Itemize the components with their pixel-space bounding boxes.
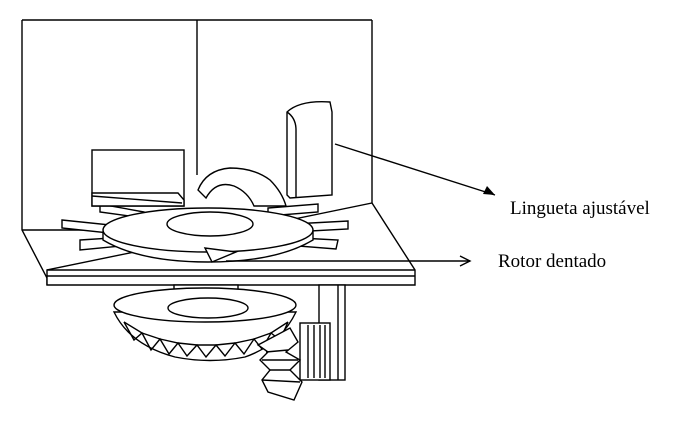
label-adjustable-tab: Lingueta ajustável <box>510 198 650 219</box>
arrow-to-tab <box>334 143 496 196</box>
arrowhead-rotor <box>459 255 472 267</box>
toothed-rotor <box>102 207 314 263</box>
label-toothed-rotor: Rotor dentado <box>498 251 606 272</box>
outlet-chute <box>256 327 303 401</box>
support-bracket <box>299 284 346 381</box>
adjustable-tab <box>286 101 333 199</box>
pocket-block <box>91 149 185 207</box>
arrowhead-tab <box>483 186 495 195</box>
housing-left-wall <box>21 20 48 285</box>
deflector <box>197 167 287 207</box>
leader-arrows <box>226 143 496 267</box>
lower-gear <box>112 284 298 362</box>
